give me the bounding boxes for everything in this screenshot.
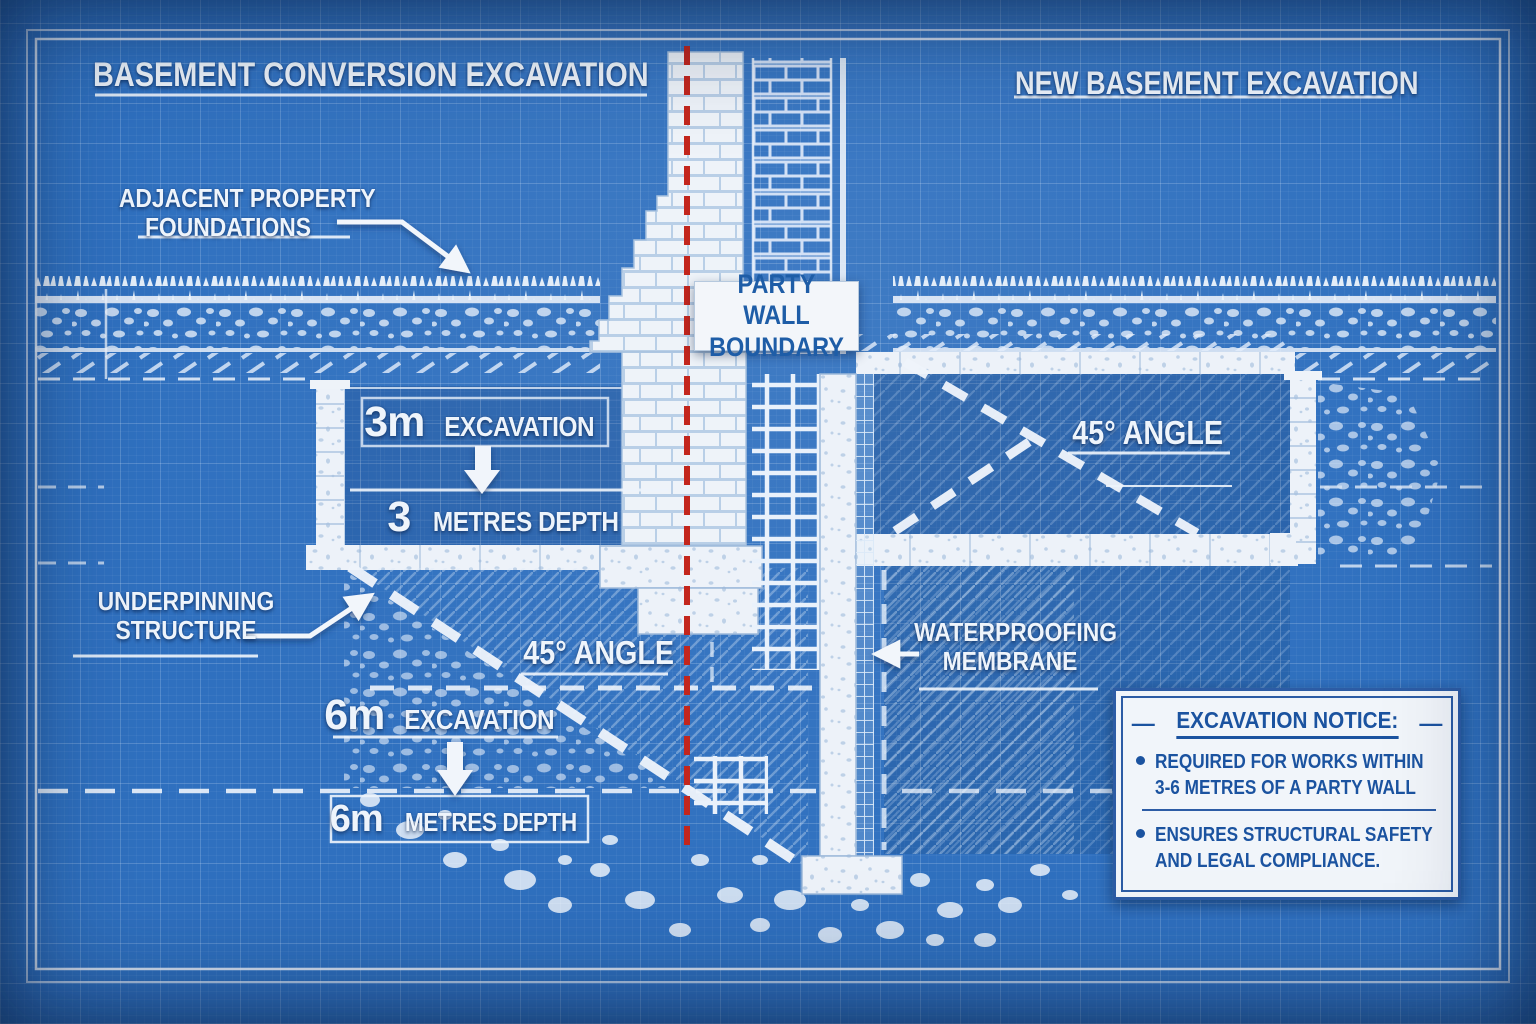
rubble-field: [360, 793, 1078, 947]
border-frame: [26, 29, 1510, 983]
wall-footing: [801, 855, 903, 895]
arrows: [243, 219, 919, 796]
left-excavation-pit: [306, 380, 706, 570]
right-excavation-pit: [846, 334, 1442, 566]
party-wall-boundary-plate: PARTY WALL BOUNDARY: [694, 269, 859, 362]
adjacent-foundations-label: ADJACENT PROPERTY FOUNDATIONS: [118, 183, 376, 242]
waterproofing-membrane-label: WATERPROOFING MEMBRANE: [914, 617, 1118, 676]
angle-45-dashed-lines-right: [892, 358, 1200, 537]
depth6-box: [329, 794, 590, 844]
notice-dash-right: —: [1419, 709, 1443, 736]
depth6-label: 6m METRES DEPTH: [329, 798, 577, 840]
exc3-label: 3m EXCAVATION: [364, 398, 595, 446]
footing-step-1: [599, 545, 763, 589]
exc6-label: 6m EXCAVATION: [324, 691, 555, 739]
notice-divider: [1142, 809, 1436, 811]
title-right-text: NEW BASEMENT EXCAVATION: [1015, 65, 1419, 101]
waterproofing-membrane-strip: [856, 374, 874, 856]
depth3-label: 3 METRES DEPTH: [387, 493, 619, 541]
excavation-notice-box: — EXCAVATION NOTICE: — REQUIRED FOR WORK…: [1113, 688, 1461, 900]
title-left: BASEMENT CONVERSION EXCAVATION: [93, 56, 649, 94]
adjacent-foundations-arrow: [337, 219, 471, 274]
basement-retaining-wall: [819, 373, 857, 857]
underpinning-arrow: [243, 592, 375, 639]
underpinning-structure-label: UNDERPINNING STRUCTURE: [97, 586, 275, 645]
down-arrow-3m: [464, 446, 500, 494]
down-arrow-6m: [437, 742, 473, 796]
title-left-text: BASEMENT CONVERSION EXCAVATION: [93, 56, 649, 94]
notice-bullet-1: REQUIRED FOR WORKS WITHIN 3-6 METRES OF …: [1136, 749, 1448, 801]
rebar-mesh-lower: [694, 756, 768, 814]
bullet-dot: [1136, 829, 1145, 838]
rebar-mesh: [752, 374, 820, 670]
title-right: NEW BASEMENT EXCAVATION: [1015, 65, 1418, 101]
ground-strip-left: [35, 276, 600, 373]
notice-title-row: — EXCAVATION NOTICE: —: [1116, 707, 1458, 739]
angle-45-label-left: 45° ANGLE: [523, 634, 675, 671]
masonry-wall-left-leaf: [589, 51, 744, 353]
notice-bullet-2: ENSURES STRUCTURAL SAFETY AND LEGAL COMP…: [1136, 822, 1448, 874]
notice-title: EXCAVATION NOTICE:: [1176, 707, 1398, 739]
underpinning-45-dashed-line: [347, 562, 809, 873]
bullet-dot: [1136, 756, 1145, 765]
notice-dash-left: —: [1131, 709, 1155, 736]
angle-45-label-right: 45° ANGLE: [1072, 414, 1224, 451]
footing-step-2: [637, 587, 759, 635]
